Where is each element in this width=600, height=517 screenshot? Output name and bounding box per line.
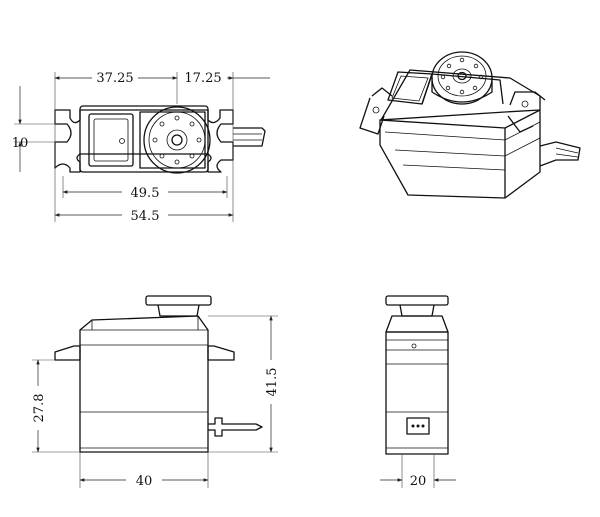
side-view: 20 xyxy=(380,295,456,489)
dim-top-hole-height: 10 xyxy=(12,136,29,151)
dim-front-mount-height: 27.8 xyxy=(32,394,47,423)
dim-front-overall-height: 41.5 xyxy=(265,368,280,397)
isometric-view xyxy=(359,51,581,199)
front-view: 41.5 27.8 40 xyxy=(32,295,280,489)
top-view: 37.25 17.25 10 49.5 54.5 xyxy=(12,71,270,224)
dim-front-body-width: 40 xyxy=(136,474,153,489)
dim-top-inner-width: 49.5 xyxy=(131,186,160,201)
dim-side-body-width: 20 xyxy=(410,474,427,489)
dim-top-left-span: 37.25 xyxy=(96,71,133,86)
dim-top-overall-width: 54.5 xyxy=(131,209,160,224)
dim-top-right-span: 17.25 xyxy=(184,71,221,86)
horn-holes xyxy=(152,115,202,165)
